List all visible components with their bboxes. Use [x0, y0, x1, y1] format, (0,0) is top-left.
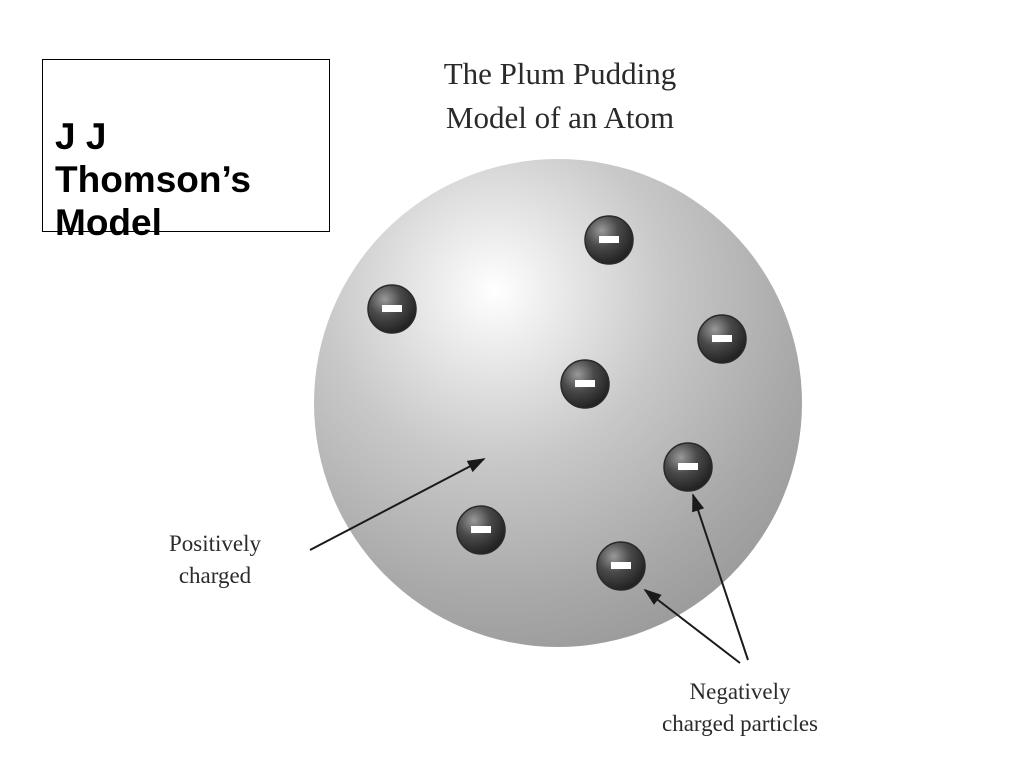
slide-heading: J J Thomson’s Model	[55, 116, 251, 243]
electron	[663, 442, 713, 492]
electron	[697, 314, 747, 364]
electron	[596, 541, 646, 591]
negative-charge-label: Negatively charged particles	[661, 679, 819, 736]
negative-charge-arrow	[692, 493, 749, 661]
negative-charge-arrow	[643, 588, 741, 664]
electron	[456, 505, 506, 555]
positive-sphere	[314, 159, 802, 647]
positive-charge-arrow	[309, 458, 486, 551]
electron	[584, 215, 634, 265]
electron	[560, 359, 610, 409]
electron	[367, 284, 417, 334]
diagram-title: The Plum Pudding Model of an Atom	[443, 56, 677, 135]
slide-heading-box: J J Thomson’s Model	[42, 59, 330, 243]
positive-charge-label: Positively charged	[168, 531, 261, 588]
